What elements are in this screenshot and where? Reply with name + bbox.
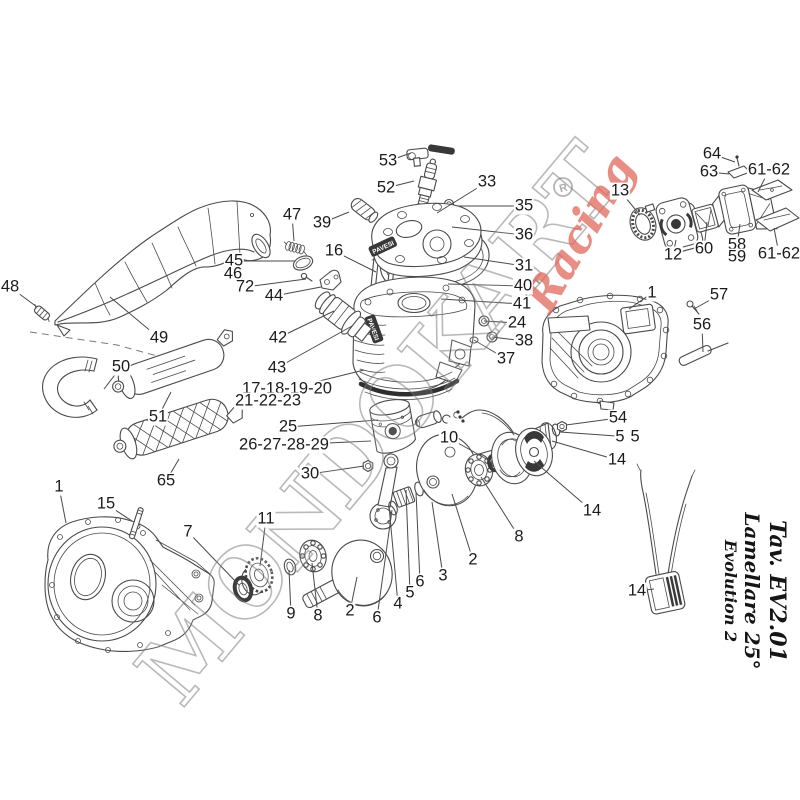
connecting-rod <box>369 453 399 530</box>
intake-sleeve <box>350 197 379 223</box>
wrist-pin <box>414 410 442 429</box>
silencer <box>112 329 234 400</box>
exhaust-spring <box>33 303 51 323</box>
plate-version: Evolution 2 <box>721 539 740 643</box>
right-crankcase <box>541 292 670 411</box>
ignition-coil <box>636 463 696 615</box>
exhaust-u-pipe <box>42 356 98 418</box>
support-bracket <box>319 269 342 291</box>
shim-washer <box>283 558 297 576</box>
carb-spring <box>283 241 307 256</box>
cylinder-head: PAVESI <box>368 202 483 277</box>
intake-ring <box>292 255 314 271</box>
case-screw <box>686 300 700 315</box>
pump-gear <box>241 556 274 596</box>
cylinder: PAVESI <box>352 276 476 400</box>
main-bearing-left <box>299 539 327 573</box>
small-nut <box>362 459 374 473</box>
crank-seal <box>232 575 254 603</box>
reed-petal <box>727 155 751 179</box>
reed-cage <box>691 195 726 233</box>
bracket-screw <box>300 272 313 282</box>
reed-sheets <box>751 179 800 232</box>
piston <box>369 399 417 454</box>
plate-number: Tav. EV2.01 <box>764 520 790 662</box>
left-crankcase <box>44 516 215 653</box>
mesh-silencer <box>113 395 243 460</box>
crankcase-stud <box>128 507 144 540</box>
pin-circlips <box>442 411 460 424</box>
manifold-clamp <box>629 203 657 241</box>
plate-engine-type: Lamellare 25° <box>740 512 764 670</box>
dowel-pin <box>678 342 729 366</box>
plate-info: Tav. EV2.01 Lamellare 25° Evolution 2 <box>711 491 790 691</box>
exhaust-chamber <box>29 200 272 361</box>
